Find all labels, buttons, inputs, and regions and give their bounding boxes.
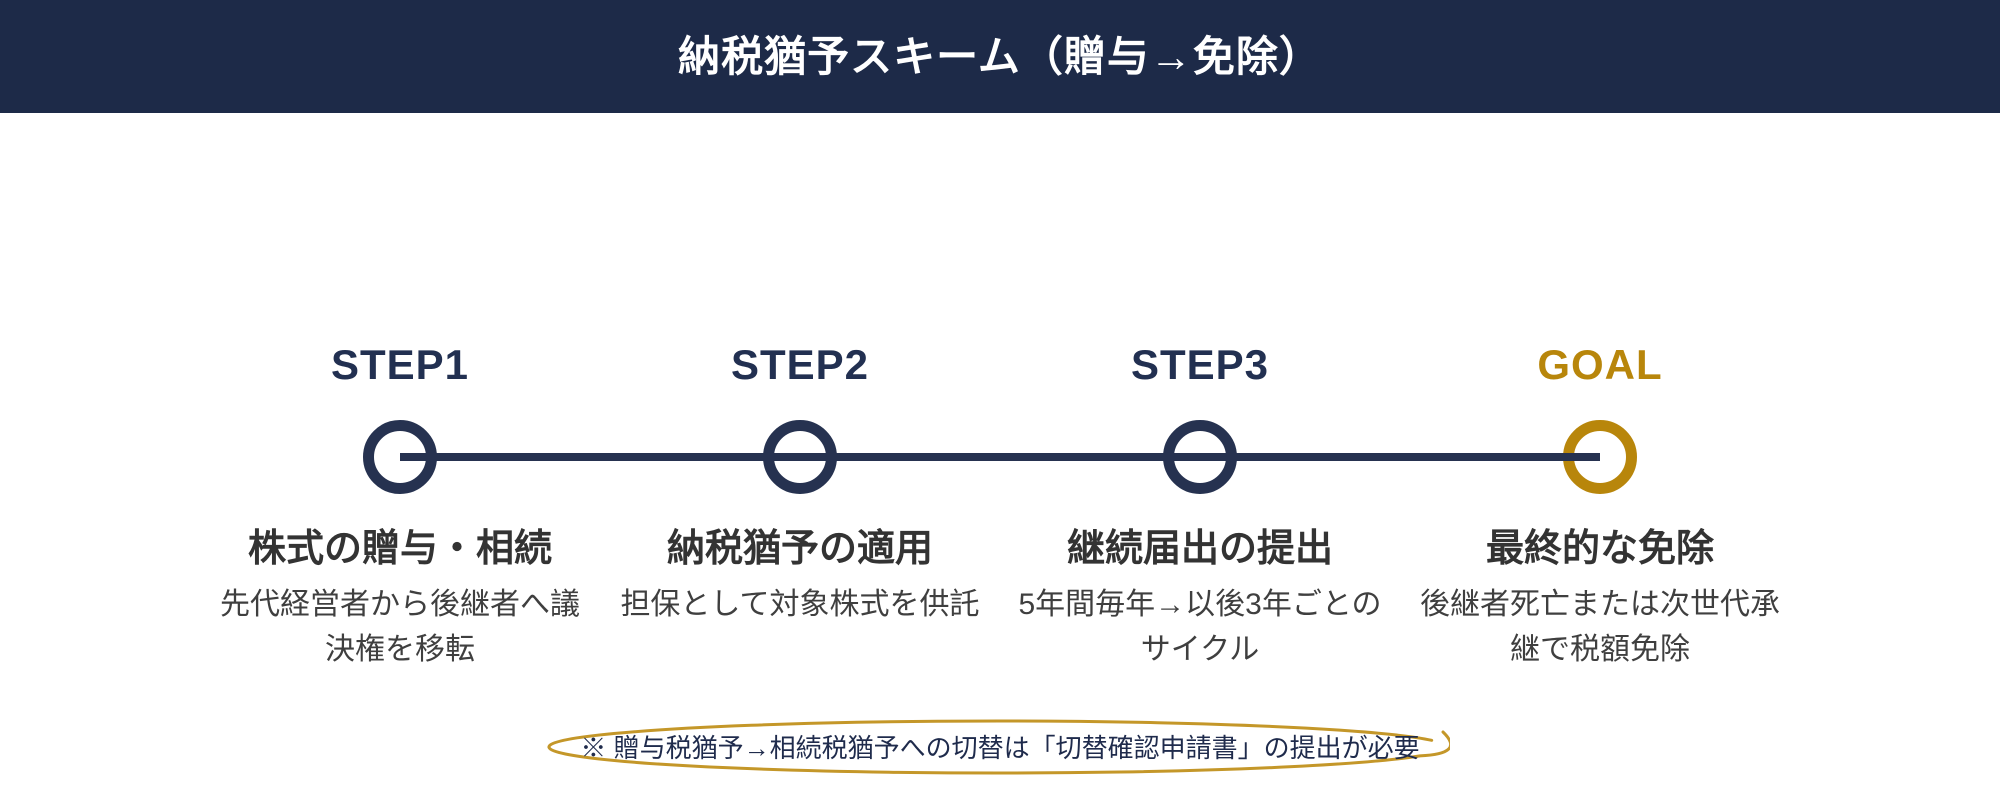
goal-label: GOAL — [1537, 341, 1663, 388]
note-highlight-ellipse-icon — [547, 719, 1450, 775]
step2-title: 納税猶予の適用 — [666, 528, 933, 570]
step2-description: 担保として対象株式を供託 — [620, 588, 980, 621]
step1-label: STEP1 — [330, 341, 470, 388]
step3-description: 5年間毎年→以後3年ごとのサイクル — [1018, 588, 1382, 666]
step3-label: STEP3 — [1130, 341, 1270, 388]
footnote-text: ※ 贈与税猶予→相続税猶予への切替は「切替確認申請書」の提出が必要 — [580, 733, 1420, 763]
timeline-step-3: STEP3 継続届出の提出 5年間毎年→以後3年ごとのサイクル — [1000, 0, 1400, 800]
step1-description: 先代経営者から後継者へ議決権を移転 — [220, 588, 580, 666]
goal-title: 最終的な免除 — [1485, 528, 1714, 570]
goal-description: 後継者死亡または次世代承継で税額免除 — [1420, 588, 1780, 666]
step2-label: STEP2 — [730, 341, 870, 388]
timeline-step-2: STEP2 納税猶予の適用 担保として対象株式を供託 — [600, 0, 1000, 800]
page-title: 納税猶予スキーム（贈与→免除） — [678, 32, 1322, 80]
step1-title: 株式の贈与・相続 — [247, 528, 552, 570]
timeline-step-1: STEP1 株式の贈与・相続 先代経営者から後継者へ議決権を移転 — [200, 0, 600, 800]
step3-title: 継続届出の提出 — [1066, 528, 1333, 570]
timeline-goal: GOAL 最終的な免除 後継者死亡または次世代承継で税額免除 — [1400, 0, 1800, 800]
header-bar: 納税猶予スキーム（贈与→免除） — [0, 0, 2000, 113]
timeline-connector-line — [400, 453, 1600, 461]
